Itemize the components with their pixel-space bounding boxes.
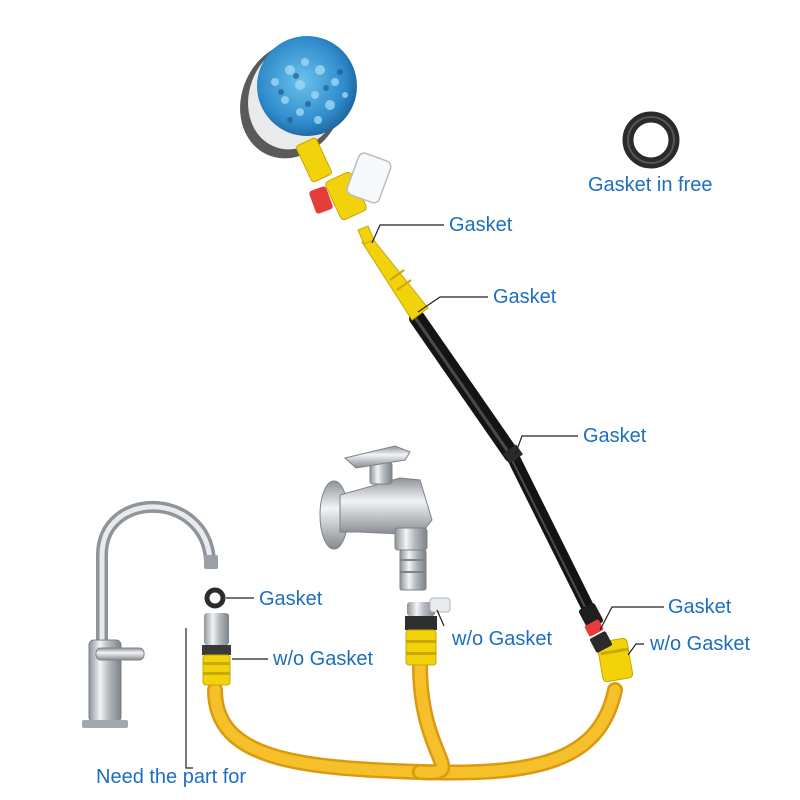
kitchen-faucet [82,500,218,728]
callout-lines [185,224,664,769]
label-gasket-yellow-section: Gasket [493,286,557,308]
label-gasket-in-free: Gasket in free [588,174,713,196]
label-wo-gasket-left-connector: w/o Gasket [273,648,374,670]
wand-yellow-section [357,225,429,321]
middle-hose-connector [405,597,451,666]
leader-gasket-3 [514,435,578,456]
label-need-the-part-for: Need the part for [96,766,247,788]
label-gasket-faucet: Gasket [259,588,323,610]
leader-wo-gasket-3 [627,643,644,656]
soap-dispenser [296,137,392,221]
leader-need-part [185,628,193,769]
garden-hose [207,657,623,781]
label-gasket-nozzle: Gasket [449,214,513,236]
left-hose-connector [202,613,231,686]
label-gasket-handle: Gasket [668,596,732,618]
label-wo-gasket-middle-connector: w/o Gasket [452,628,553,650]
wall-tap [319,445,433,591]
leader-gasket-5 [599,606,664,631]
leader-gasket-2 [417,296,488,313]
washing-wand [409,310,612,653]
brush-head [240,36,357,159]
leader-wo-gasket-2 [436,609,445,627]
loose-gasket-small [204,587,226,609]
right-hose-connector [596,637,634,683]
free-gasket [622,111,680,169]
leader-gasket-1 [371,224,444,244]
label-wo-gasket-right-connector: w/o Gasket [650,633,751,655]
label-gasket-pole-joint: Gasket [583,425,647,447]
